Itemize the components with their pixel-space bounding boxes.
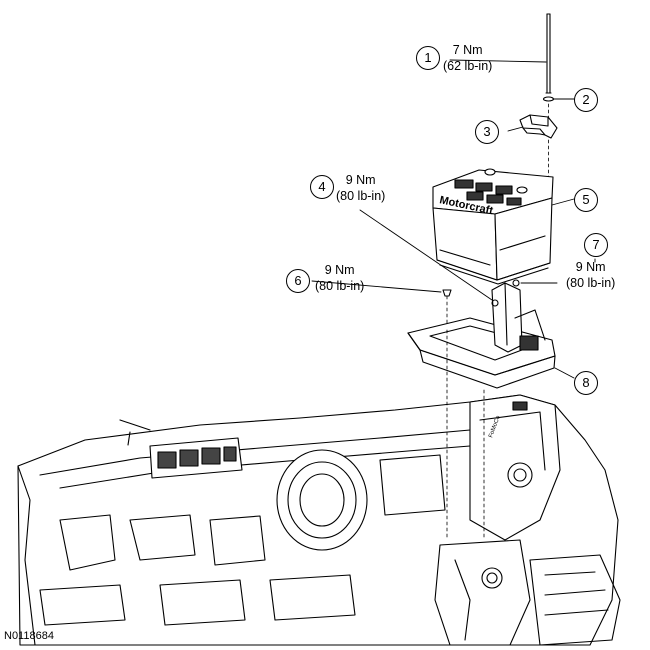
torque-nm: 9 Nm	[345, 173, 376, 187]
callout-4: 4	[310, 175, 334, 199]
callout-5: 5	[574, 188, 598, 212]
torque-lbin: (62 lb-in)	[443, 59, 493, 73]
vehicle-body-structure	[17, 329, 621, 646]
hold-down-rod	[545, 13, 552, 94]
torque-lbin: (80 lb-in)	[566, 276, 616, 290]
battery	[432, 168, 554, 285]
leader-lines	[311, 59, 596, 379]
callout-7: 7	[584, 233, 608, 257]
figure-id: N0118684	[4, 630, 54, 642]
tray-bolt	[442, 289, 452, 326]
torque-nm: 7 Nm	[452, 43, 483, 57]
torque-nm: 9 Nm	[575, 260, 606, 274]
callout-2: 2	[574, 88, 598, 112]
torque-lbin: (80 lb-in)	[336, 189, 386, 203]
torque-spec-4: 9 Nm (80 lb-in)	[336, 172, 385, 204]
callout-6: 6	[286, 269, 310, 293]
torque-spec-7: 9 Nm (80 lb-in)	[566, 259, 615, 291]
battery-tray	[407, 279, 556, 389]
torque-nm: 9 Nm	[324, 263, 355, 277]
callout-8: 8	[574, 371, 598, 395]
hold-down-clamp	[519, 114, 558, 139]
callout-3: 3	[475, 120, 499, 144]
washer	[542, 96, 555, 102]
callout-1: 1	[416, 46, 440, 70]
torque-spec-1: 7 Nm (62 lb-in)	[443, 42, 492, 74]
torque-lbin: (80 lb-in)	[315, 279, 365, 293]
torque-spec-6: 9 Nm (80 lb-in)	[315, 262, 364, 294]
